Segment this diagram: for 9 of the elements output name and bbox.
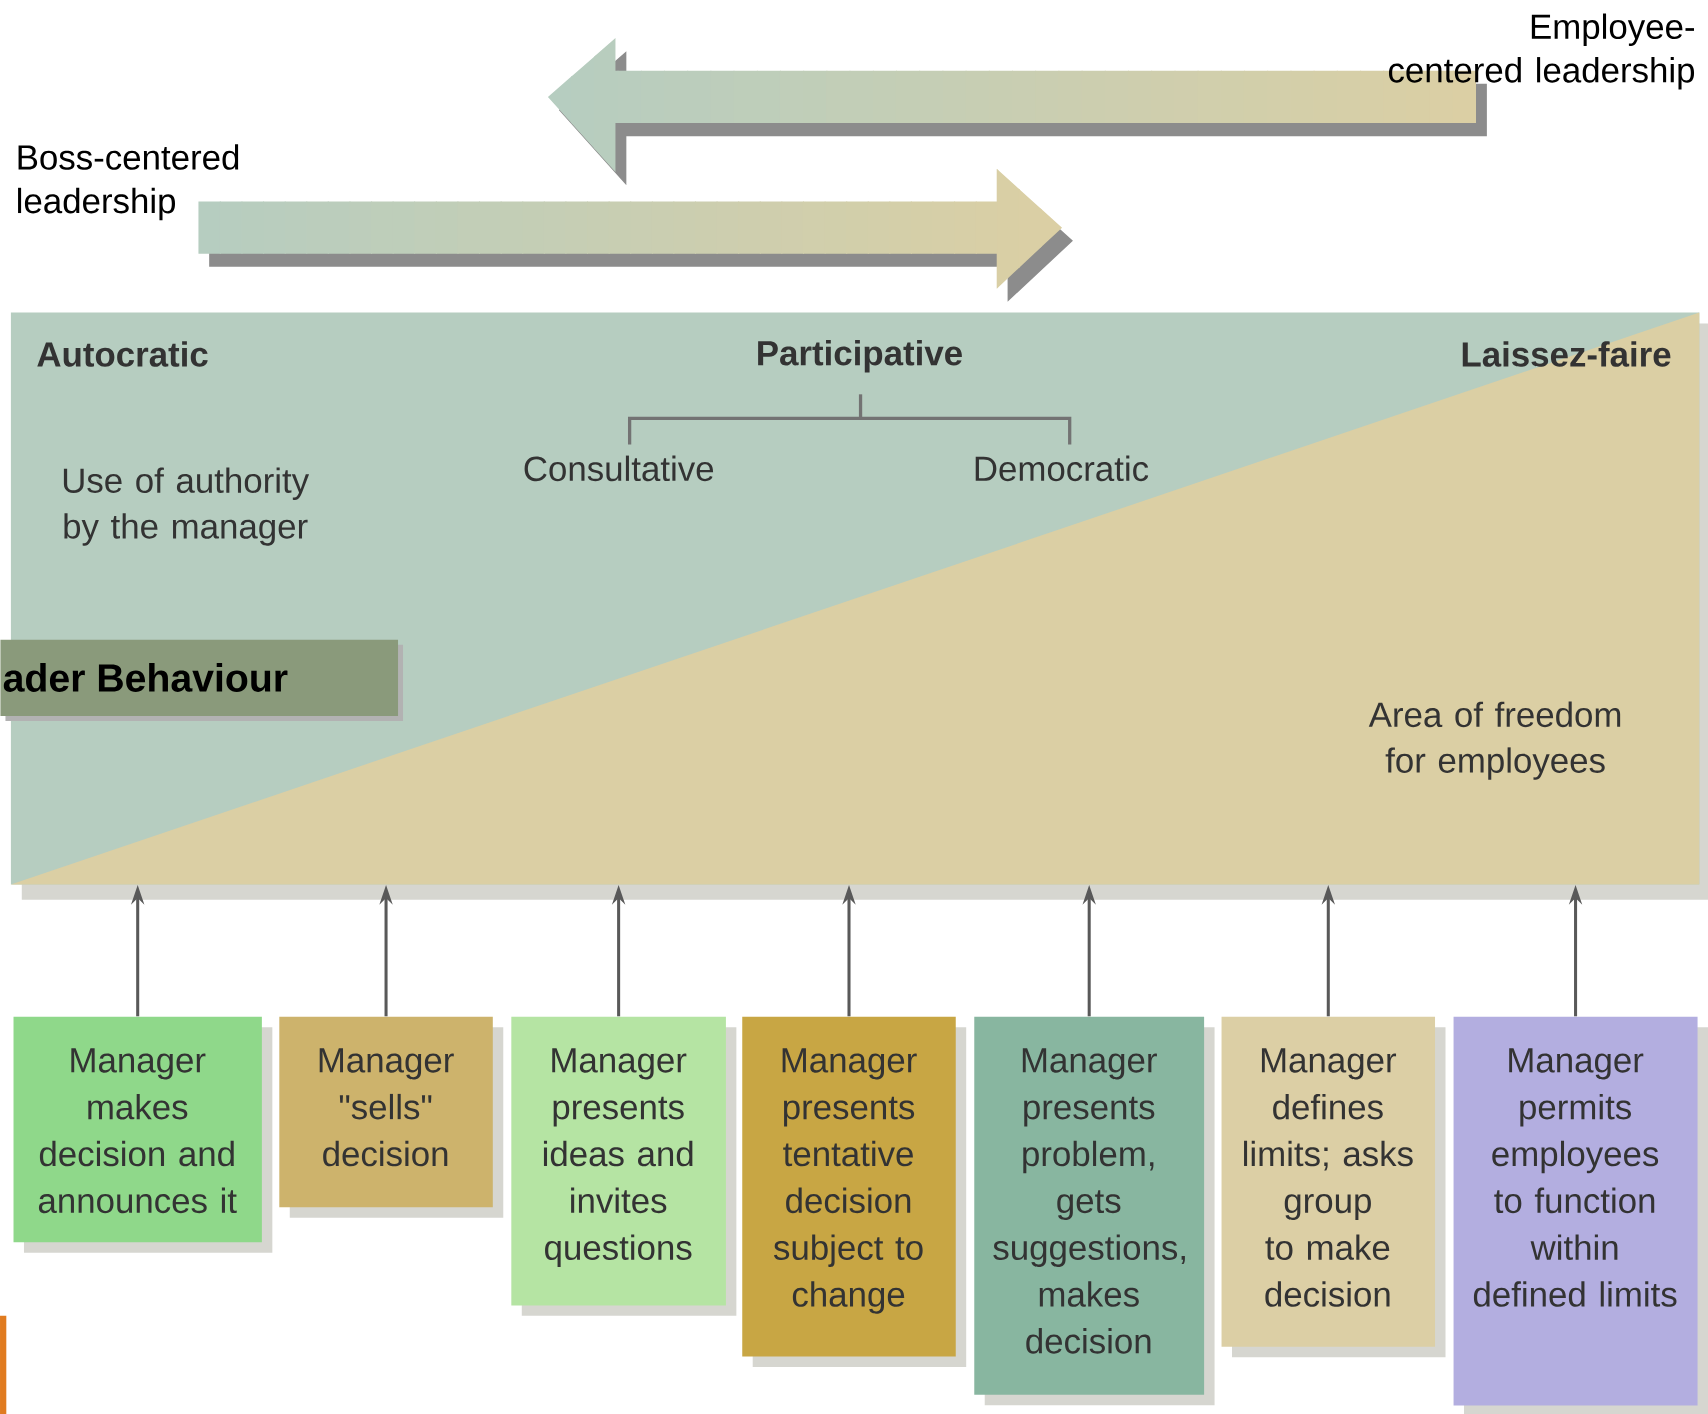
step-box: Manager defines limits; asks group to make decision xyxy=(1221,1016,1446,1358)
step-box: Manager presents ideas and invites questions xyxy=(511,1016,737,1316)
step-box: Manager permits employees to function within defined limits xyxy=(1453,1016,1708,1414)
step-box: Manager makes decision and announces it xyxy=(13,1016,273,1253)
step-box: Manager presents tentative decision subject to change xyxy=(742,1016,967,1368)
arrow-label: Boss-centered leadership xyxy=(18,144,239,221)
step-box: Manager "sells" decision xyxy=(279,1016,504,1218)
step-box: Manager presents problem, gets suggestions, makes decision xyxy=(974,1016,1215,1406)
arrow-label: Employee-centered leadership xyxy=(1388,13,1695,90)
